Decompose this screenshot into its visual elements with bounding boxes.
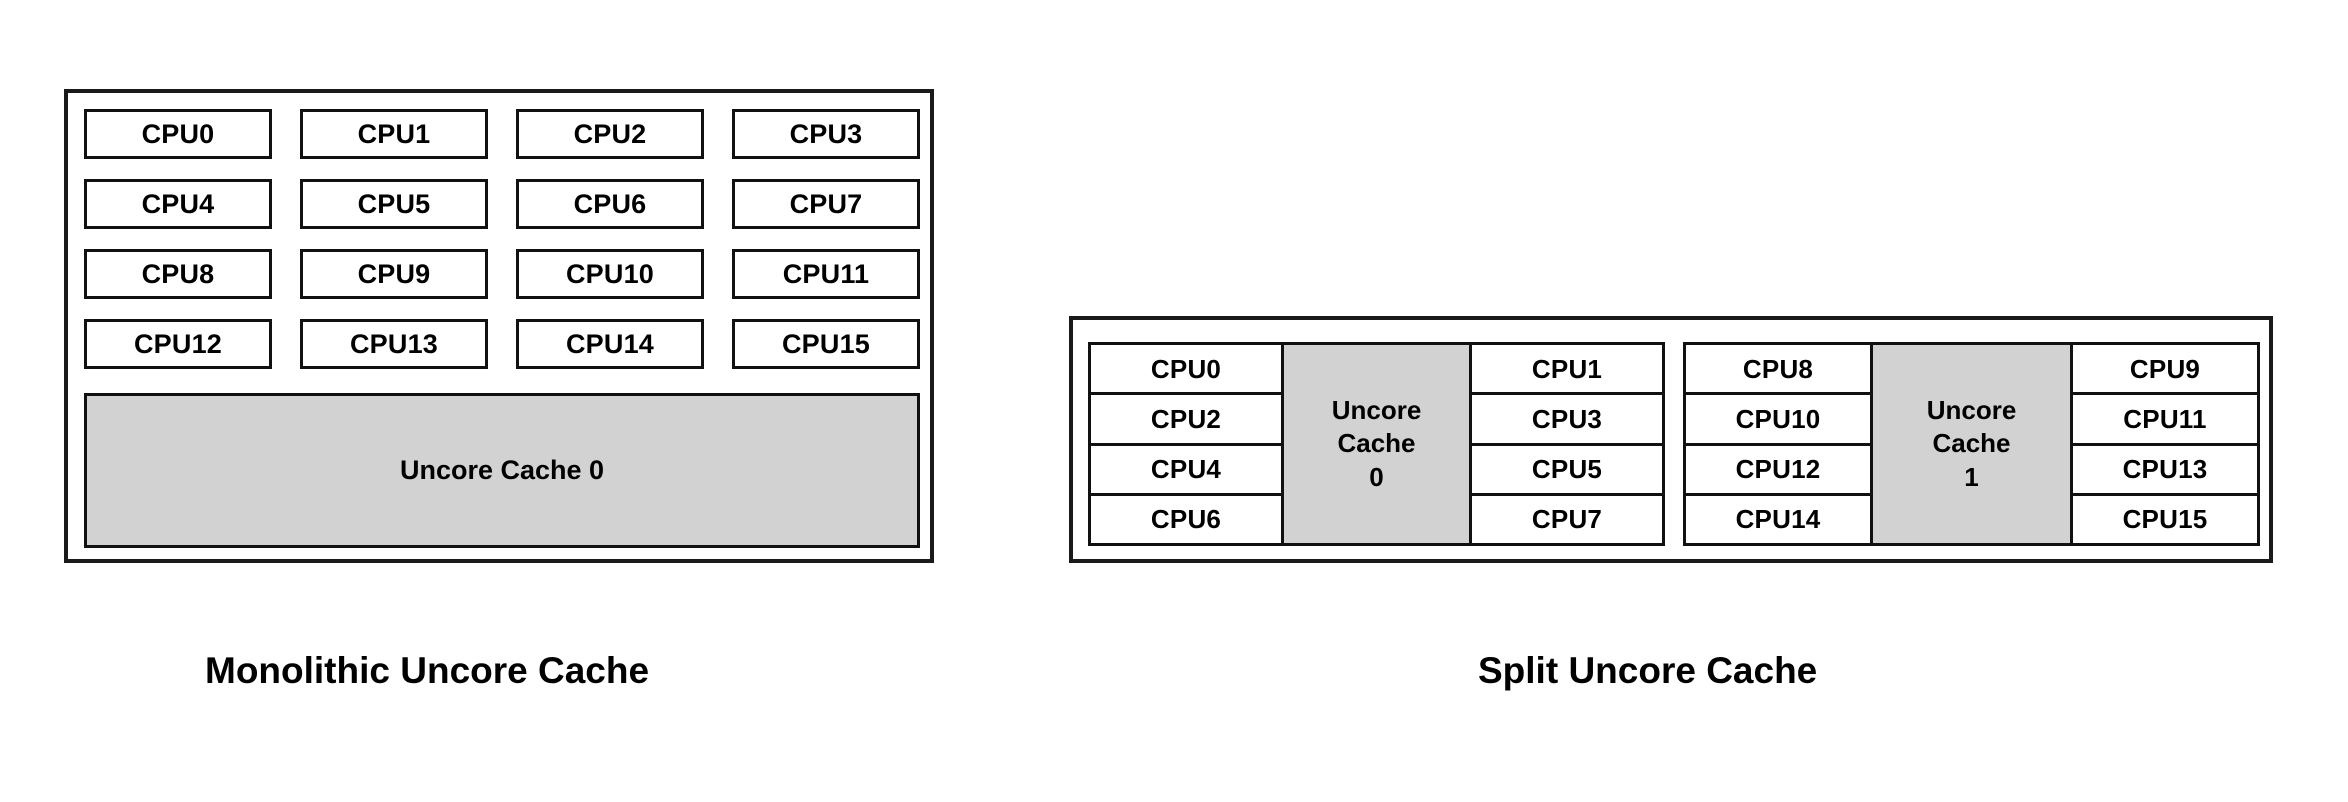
cpu-box-3: CPU3 (732, 109, 920, 159)
cpu-box-11: CPU11 (732, 249, 920, 299)
cpu-box-10: CPU10 (1683, 392, 1873, 443)
cpu-box-15: CPU15 (732, 319, 920, 369)
uncore-cache-1-line-1: Uncore (1926, 395, 2017, 426)
uncore-cache-0-line-2: Cache (1337, 428, 1416, 459)
cpu-box-4: CPU4 (1088, 442, 1284, 493)
cpu-box-7: CPU7 (732, 179, 920, 229)
split-cluster-0-right-column: CPU1 CPU3 CPU5 CPU7 (1469, 342, 1665, 546)
split-cluster-1: CPU8 CPU10 CPU12 CPU14 Uncore Cache 1 CP… (1683, 342, 2260, 546)
uncore-cache-0-line-3: 0 (1369, 461, 1384, 492)
cpu-box-0: CPU0 (1088, 342, 1284, 393)
cpu-box-4: CPU4 (84, 179, 272, 229)
cpu-box-14: CPU14 (1683, 492, 1873, 546)
cpu-box-0: CPU0 (84, 109, 272, 159)
cpu-box-11: CPU11 (2070, 392, 2260, 443)
split-figure-caption: Split Uncore Cache (1478, 650, 1818, 691)
cpu-box-12: CPU12 (1683, 442, 1873, 493)
uncore-cache-0-block: Uncore Cache 0 (1284, 342, 1469, 546)
monolithic-uncore-cache-figure: CPU0 CPU1 CPU2 CPU3 CPU4 CPU5 CPU6 CPU7 … (64, 89, 934, 563)
split-cluster-1-right-column: CPU9 CPU11 CPU13 CPU15 (2070, 342, 2260, 546)
cpu-box-13: CPU13 (300, 319, 488, 369)
split-cluster-row: CPU0 CPU2 CPU4 CPU6 Uncore Cache 0 CPU1 … (1088, 342, 2260, 546)
uncore-cache-1-line-2: Cache (1932, 428, 2011, 459)
uncore-cache-1-line-3: 1 (1964, 461, 1979, 492)
split-uncore-cache-figure: CPU0 CPU2 CPU4 CPU6 Uncore Cache 0 CPU1 … (1069, 316, 2273, 563)
cpu-box-1: CPU1 (300, 109, 488, 159)
uncore-cache-0-block: Uncore Cache 0 (84, 393, 920, 548)
cpu-box-5: CPU5 (300, 179, 488, 229)
cpu-box-13: CPU13 (2070, 442, 2260, 493)
split-cluster-0-left-column: CPU0 CPU2 CPU4 CPU6 (1088, 342, 1284, 546)
monolithic-cpu-grid: CPU0 CPU1 CPU2 CPU3 CPU4 CPU5 CPU6 CPU7 … (84, 109, 920, 369)
split-cluster-0: CPU0 CPU2 CPU4 CPU6 Uncore Cache 0 CPU1 … (1088, 342, 1665, 546)
cpu-box-10: CPU10 (516, 249, 704, 299)
cpu-box-14: CPU14 (516, 319, 704, 369)
cpu-box-8: CPU8 (1683, 342, 1873, 393)
monolithic-package-outline: CPU0 CPU1 CPU2 CPU3 CPU4 CPU5 CPU6 CPU7 … (64, 89, 934, 563)
cpu-box-6: CPU6 (1088, 492, 1284, 546)
monolithic-figure-caption: Monolithic Uncore Cache (205, 650, 650, 691)
cpu-box-2: CPU2 (1088, 392, 1284, 443)
cpu-box-5: CPU5 (1469, 442, 1665, 493)
cpu-box-9: CPU9 (2070, 342, 2260, 393)
cpu-box-1: CPU1 (1469, 342, 1665, 393)
cpu-box-7: CPU7 (1469, 492, 1665, 546)
cpu-box-15: CPU15 (2070, 492, 2260, 546)
cpu-box-3: CPU3 (1469, 392, 1665, 443)
cpu-box-2: CPU2 (516, 109, 704, 159)
uncore-cache-1-block: Uncore Cache 1 (1873, 342, 2070, 546)
split-cluster-1-left-column: CPU8 CPU10 CPU12 CPU14 (1683, 342, 1873, 546)
cpu-box-9: CPU9 (300, 249, 488, 299)
uncore-cache-0-line-1: Uncore (1331, 395, 1422, 426)
cpu-box-8: CPU8 (84, 249, 272, 299)
split-package-outline: CPU0 CPU2 CPU4 CPU6 Uncore Cache 0 CPU1 … (1069, 316, 2273, 563)
cpu-box-6: CPU6 (516, 179, 704, 229)
cpu-box-12: CPU12 (84, 319, 272, 369)
